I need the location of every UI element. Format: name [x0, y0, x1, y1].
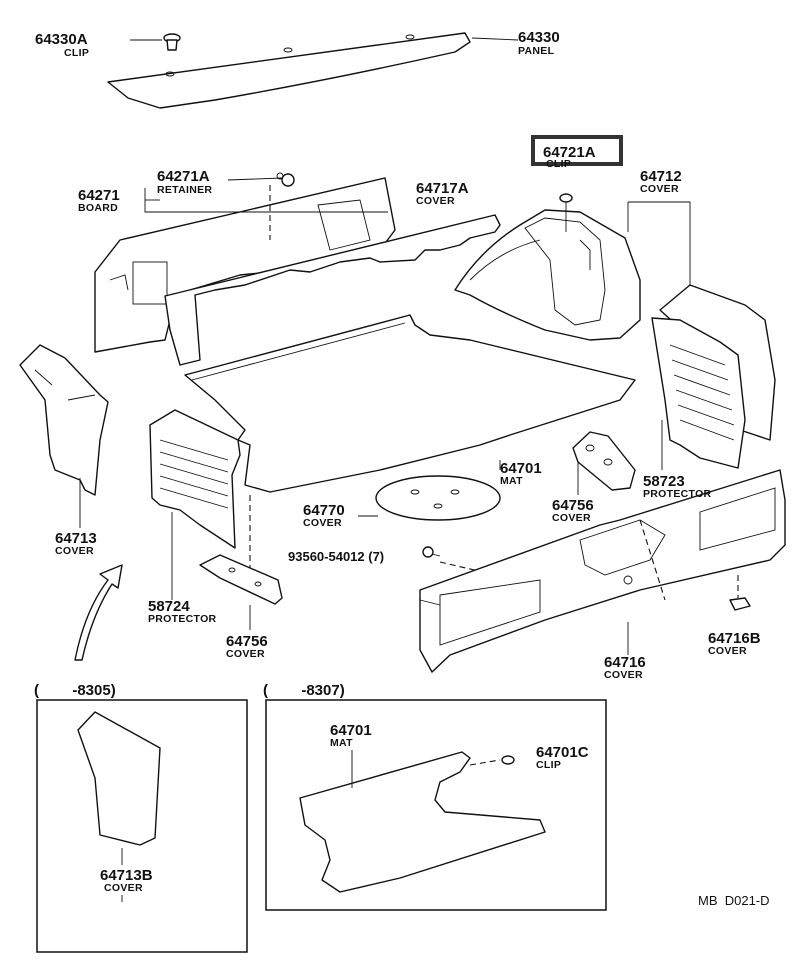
right-protector[interactable] — [651, 317, 746, 469]
callout-name: PROTECTOR — [643, 488, 712, 500]
callout-name: COVER — [552, 512, 591, 524]
inset-range-label: ( -8307) — [263, 682, 345, 699]
left-protector[interactable] — [149, 409, 241, 549]
callout-name: COVER — [55, 545, 94, 557]
callout-number: 64717A — [416, 180, 469, 197]
callout-name: PROTECTOR — [148, 613, 217, 625]
package-tray-panel[interactable] — [107, 32, 471, 109]
callout-number: 64701C — [536, 744, 589, 761]
callout-number: 64701 — [500, 460, 542, 477]
callout-name: RETAINER — [157, 184, 212, 196]
floor-mat-inset[interactable] — [299, 751, 546, 893]
cover-panel-64717a[interactable] — [164, 214, 501, 366]
clip-icon — [559, 193, 573, 203]
callout-name: BOARD — [78, 202, 118, 214]
spare-tire-cover[interactable] — [375, 475, 501, 521]
wheelhouse-cover[interactable] — [454, 209, 641, 341]
callout-number: 64271A — [157, 168, 210, 185]
callout-number: 64701 — [330, 722, 372, 739]
board-panel[interactable] — [94, 177, 396, 353]
rear-trim-cover[interactable] — [419, 469, 786, 673]
callout-name: MAT — [500, 475, 523, 487]
callout-name: COVER — [226, 648, 265, 660]
callout-number: 64716B — [708, 630, 761, 647]
callout-number: 64713B — [100, 867, 153, 884]
jack-cover-left[interactable] — [199, 554, 283, 605]
diagram-code: MB D021-D — [698, 893, 770, 908]
inset-box-left — [36, 699, 248, 953]
callout-name: MAT — [330, 737, 353, 749]
callout-number: 93560-54012 (7) — [288, 549, 384, 564]
callout-number: 64756 — [226, 633, 268, 650]
callout-name: COVER — [604, 669, 643, 681]
callout-name: CLIP — [546, 158, 571, 170]
callout-name: COVER — [708, 645, 747, 657]
callout-name: COVER — [104, 882, 143, 894]
callout-name: CLIP — [536, 759, 561, 771]
floor-mat[interactable] — [184, 314, 636, 493]
callout-name: PANEL — [518, 45, 555, 57]
inset-box-right — [265, 699, 607, 911]
callout-number: 64770 — [303, 502, 345, 519]
callout-number: 58723 — [643, 473, 685, 490]
callout-name: COVER — [640, 183, 679, 195]
retainer-icon — [276, 172, 295, 187]
callout-number: 64756 — [552, 497, 594, 514]
callout-name: COVER — [416, 195, 455, 207]
callout-name: COVER — [303, 517, 342, 529]
clip-icon — [729, 597, 751, 611]
front-direction-arrow — [74, 564, 123, 661]
bolt-icon — [422, 546, 441, 558]
callout-number: 64721A — [543, 144, 596, 161]
callout-number: 64271 — [78, 187, 120, 204]
clip-icon — [163, 33, 181, 51]
callout-number: 58724 — [148, 598, 190, 615]
highlight-box — [531, 135, 623, 166]
callout-name: CLIP — [64, 47, 89, 59]
callout-number: 64330 — [518, 29, 560, 46]
left-quarter-cover[interactable] — [19, 344, 109, 496]
jack-cover-right[interactable] — [572, 431, 636, 491]
callout-number: 64713 — [55, 530, 97, 547]
callout-number: 64712 — [640, 168, 682, 185]
quarter-cover-inset[interactable] — [77, 711, 161, 846]
callout-number: 64716 — [604, 654, 646, 671]
inset-range-label: ( -8305) — [34, 682, 116, 699]
callout-number: 64330A — [35, 31, 88, 48]
clip-icon — [501, 755, 515, 765]
